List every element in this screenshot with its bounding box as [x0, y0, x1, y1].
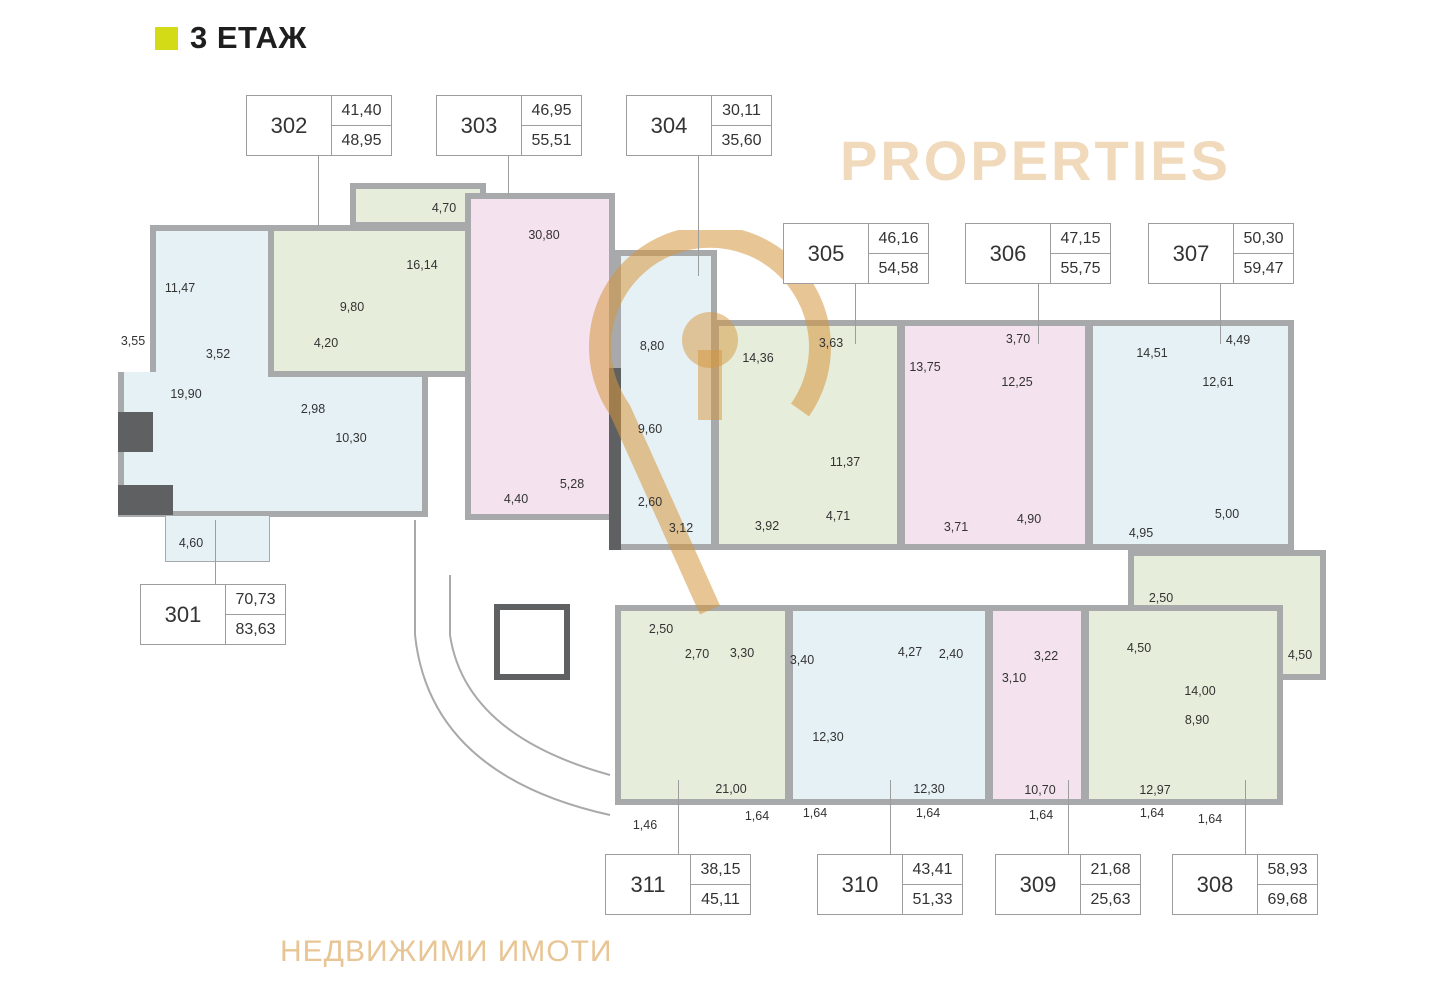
connector-line [1220, 284, 1221, 344]
room-area: 12,30 [913, 782, 945, 796]
apartment-301-balcony[interactable] [165, 515, 270, 562]
apartment-311-zone[interactable] [615, 605, 791, 805]
room-area: 3,63 [818, 336, 844, 350]
apartment-308-zone[interactable] [1083, 605, 1283, 805]
room-area: 4,20 [313, 336, 339, 350]
room-area: 10,30 [335, 431, 367, 445]
room-area: 1,64 [802, 806, 828, 820]
connector-line [1245, 780, 1246, 854]
watermark-brand: PROPERTIES [840, 129, 1231, 192]
column [118, 485, 173, 515]
room-area: 1,64 [1028, 808, 1054, 822]
connector-line [855, 284, 856, 344]
room-area: 3,12 [668, 521, 694, 535]
staircase [414, 520, 611, 816]
floor-title: 3 ЕТАЖ [155, 20, 307, 56]
room-area: 4,90 [1016, 512, 1042, 526]
room-area: 8,90 [1184, 713, 1210, 727]
room-area: 11,47 [164, 281, 196, 295]
room-area: 19,90 [170, 387, 202, 401]
column [118, 412, 153, 452]
room-area: 4,60 [178, 536, 204, 550]
room-area: 2,40 [938, 647, 964, 661]
room-area: 1,64 [915, 806, 941, 820]
connector-line [508, 156, 509, 196]
room-area: 21,00 [715, 782, 747, 796]
accent-square [155, 26, 178, 50]
room-area: 8,80 [639, 339, 665, 353]
room-area: 3,30 [729, 646, 755, 660]
room-area: 11,37 [829, 455, 861, 469]
connector-line [1068, 780, 1069, 854]
room-area: 12,97 [1139, 783, 1171, 797]
connector-line [318, 156, 319, 226]
room-area: 9,80 [339, 300, 365, 314]
room-area: 2,50 [1148, 591, 1174, 605]
room-area: 4,71 [825, 509, 851, 523]
room-area: 3,10 [1001, 671, 1027, 685]
room-area: 16,14 [406, 258, 438, 272]
room-area: 1,46 [632, 818, 658, 832]
floor-title-text: 3 ЕТАЖ [190, 20, 307, 55]
room-area: 1,64 [1139, 806, 1165, 820]
room-area: 3,92 [754, 519, 780, 533]
room-area: 4,95 [1128, 526, 1154, 540]
room-area: 12,30 [812, 730, 844, 744]
room-area: 2,70 [684, 647, 710, 661]
room-area: 4,49 [1225, 333, 1251, 347]
room-area: 5,28 [559, 477, 585, 491]
room-area: 1,64 [744, 809, 770, 823]
room-area: 14,36 [742, 351, 774, 365]
room-area: 14,00 [1184, 684, 1216, 698]
apartment-307-zone[interactable] [1087, 320, 1294, 550]
room-area: 30,80 [528, 228, 560, 242]
room-area: 5,00 [1214, 507, 1240, 521]
room-area: 14,51 [1136, 346, 1168, 360]
connector-line [698, 156, 699, 276]
room-area: 3,22 [1033, 649, 1059, 663]
room-area: 3,70 [1005, 332, 1031, 346]
room-area: 12,61 [1202, 375, 1234, 389]
room-area: 4,70 [431, 201, 457, 215]
apartment-310-zone[interactable] [787, 605, 991, 805]
room-area: 1,64 [1197, 812, 1223, 826]
room-area: 2,60 [637, 495, 663, 509]
apartment-301-zone[interactable] [150, 225, 275, 380]
room-area: 4,40 [503, 492, 529, 506]
room-area: 3,55 [120, 334, 146, 348]
apartment-309-zone[interactable] [987, 605, 1087, 805]
room-area: 3,71 [943, 520, 969, 534]
room-area: 4,27 [897, 645, 923, 659]
connector-line [678, 780, 679, 854]
apartment-306-zone[interactable] [899, 320, 1091, 550]
connector-line [1038, 284, 1039, 344]
watermark-logo-icon [589, 230, 831, 615]
apartment-302-zone[interactable] [268, 225, 490, 377]
room-area: 2,50 [648, 622, 674, 636]
connector-line [890, 780, 891, 854]
room-area: 3,40 [789, 653, 815, 667]
room-area: 4,50 [1287, 648, 1313, 662]
room-area: 9,60 [637, 422, 663, 436]
room-area: 3,52 [205, 347, 231, 361]
room-area: 2,98 [300, 402, 326, 416]
room-area: 13,75 [909, 360, 941, 374]
room-area: 12,25 [1001, 375, 1033, 389]
room-area: 4,50 [1126, 641, 1152, 655]
room-area: 10,70 [1024, 783, 1056, 797]
connector-line [215, 520, 216, 584]
watermark-tagline: НЕДВИЖИМИ ИМОТИ [280, 935, 613, 968]
